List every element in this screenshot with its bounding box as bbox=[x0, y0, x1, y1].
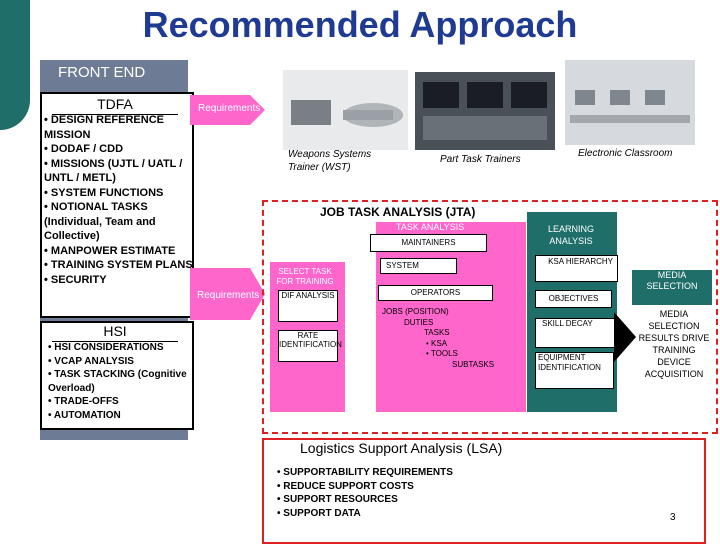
page-title: Recommended Approach bbox=[142, 4, 578, 45]
ksa-hierarchy-box: KSA HIERARCHY bbox=[535, 255, 618, 282]
tdfa-item: • TRAINING SYSTEM PLANS bbox=[44, 259, 193, 271]
hsi-item: • TRADE-OFFS bbox=[48, 396, 119, 407]
dif-analysis-box: DIF ANALYSIS bbox=[278, 290, 338, 322]
media-selection-box: MEDIA SELECTION bbox=[632, 270, 712, 305]
decorative-corner bbox=[0, 0, 30, 130]
hsi-item: • TASK STACKING (Cognitive Overload) bbox=[48, 369, 187, 394]
tdfa-item: • NOTIONAL TASKS (Individual, Team and C… bbox=[44, 201, 156, 242]
jta-label: JOB TASK ANALYSIS (JTA) bbox=[320, 205, 476, 219]
tdfa-item: • SECURITY bbox=[44, 273, 107, 286]
system-box: SYSTEM bbox=[380, 258, 457, 274]
maintainers-box: MAINTAINERS bbox=[370, 234, 487, 252]
tdfa-title: TDFA bbox=[97, 96, 133, 112]
requirements-label-top: Requirements bbox=[198, 103, 261, 114]
lsa-item: • REDUCE SUPPORT COSTS bbox=[277, 480, 414, 492]
hsi-item: • HSI CONSIDERATIONS bbox=[48, 342, 164, 353]
requirements-arrow-top bbox=[190, 95, 265, 125]
lsa-item: • SUPPORT RESOURCES bbox=[277, 494, 398, 505]
front-end-label: FRONT END bbox=[58, 64, 146, 81]
tdfa-box bbox=[40, 92, 194, 318]
tdfa-divider bbox=[52, 114, 178, 115]
jta-frame bbox=[262, 200, 718, 434]
rate-identification-box: RATE IDENTIFICATION bbox=[278, 330, 342, 362]
tdfa-item: • SYSTEM FUNCTIONS bbox=[44, 186, 164, 199]
classroom-caption: Electronic Classroom bbox=[578, 148, 673, 159]
requirements-label-bottom: Requirements bbox=[197, 290, 260, 301]
jobs-line: SUBTASKS bbox=[452, 359, 495, 369]
task-analysis-panel bbox=[376, 222, 526, 412]
hsi-title: HSI bbox=[103, 323, 127, 339]
skill-decay-box: SKILL DECAY bbox=[535, 318, 618, 348]
media-selection-text: MEDIA SELECTION RESULTS DRIVE TRAINING D… bbox=[638, 309, 710, 379]
wst-caption: Weapons Systems Trainer (WST) bbox=[288, 149, 372, 173]
operators-box: OPERATORS bbox=[378, 285, 493, 301]
tdfa-list: • DESIGN REFERENCE MISSION • DODAF / CDD… bbox=[44, 113, 194, 287]
jobs-line: TASKS bbox=[424, 328, 450, 337]
wst-photo bbox=[283, 70, 408, 150]
task-analysis-label: TASK ANALYSIS bbox=[396, 222, 465, 232]
part-task-photo bbox=[415, 72, 555, 150]
tdfa-item: • MANPOWER ESTIMATE bbox=[44, 244, 176, 257]
hsi-item: • VCAP ANALYSIS bbox=[48, 355, 134, 367]
lsa-item: • SUPPORT DATA bbox=[277, 507, 361, 519]
tdfa-item: • DODAF / CDD bbox=[44, 143, 124, 155]
tdfa-item: • DESIGN REFERENCE MISSION bbox=[44, 114, 164, 141]
learning-analysis-label: LEARNING ANALYSIS bbox=[547, 224, 594, 246]
requirements-arrow-bottom bbox=[190, 268, 265, 320]
page-number: 3 bbox=[670, 512, 676, 523]
jobs-line: • KSA bbox=[426, 338, 448, 348]
classroom-photo bbox=[565, 60, 695, 145]
select-task-label: SELECT TASK FOR TRAINING bbox=[276, 267, 334, 286]
lsa-label: Logistics Support Analysis (LSA) bbox=[300, 440, 503, 456]
hsi-item: • AUTOMATION bbox=[48, 409, 121, 421]
jobs-line: DUTIES bbox=[404, 317, 434, 327]
lsa-list: • SUPPORTABILITY REQUIREMENTS • REDUCE S… bbox=[277, 466, 453, 520]
hsi-list: • HSI CONSIDERATIONS • VCAP ANALYSIS • T… bbox=[48, 341, 193, 422]
jobs-line: • TOOLS bbox=[426, 349, 458, 358]
tdfa-item: • MISSIONS (UJTL / UATL / UNTL / METL) bbox=[44, 157, 183, 185]
hsi-divider bbox=[52, 341, 178, 342]
jobs-line: JOBS (POSITION) bbox=[382, 307, 449, 316]
jobs-hierarchy: JOBS (POSITION) DUTIES TASKS • KSA • TOO… bbox=[382, 307, 494, 370]
chevron-right-icon bbox=[614, 312, 636, 362]
lsa-item: • SUPPORTABILITY REQUIREMENTS bbox=[277, 467, 453, 478]
objectives-box: OBJECTIVES bbox=[535, 290, 612, 308]
hsi-box bbox=[40, 321, 194, 430]
part-task-caption: Part Task Trainers bbox=[440, 154, 521, 165]
equipment-identification-box: EQUIPMENT IDENTIFICATION bbox=[535, 352, 614, 389]
